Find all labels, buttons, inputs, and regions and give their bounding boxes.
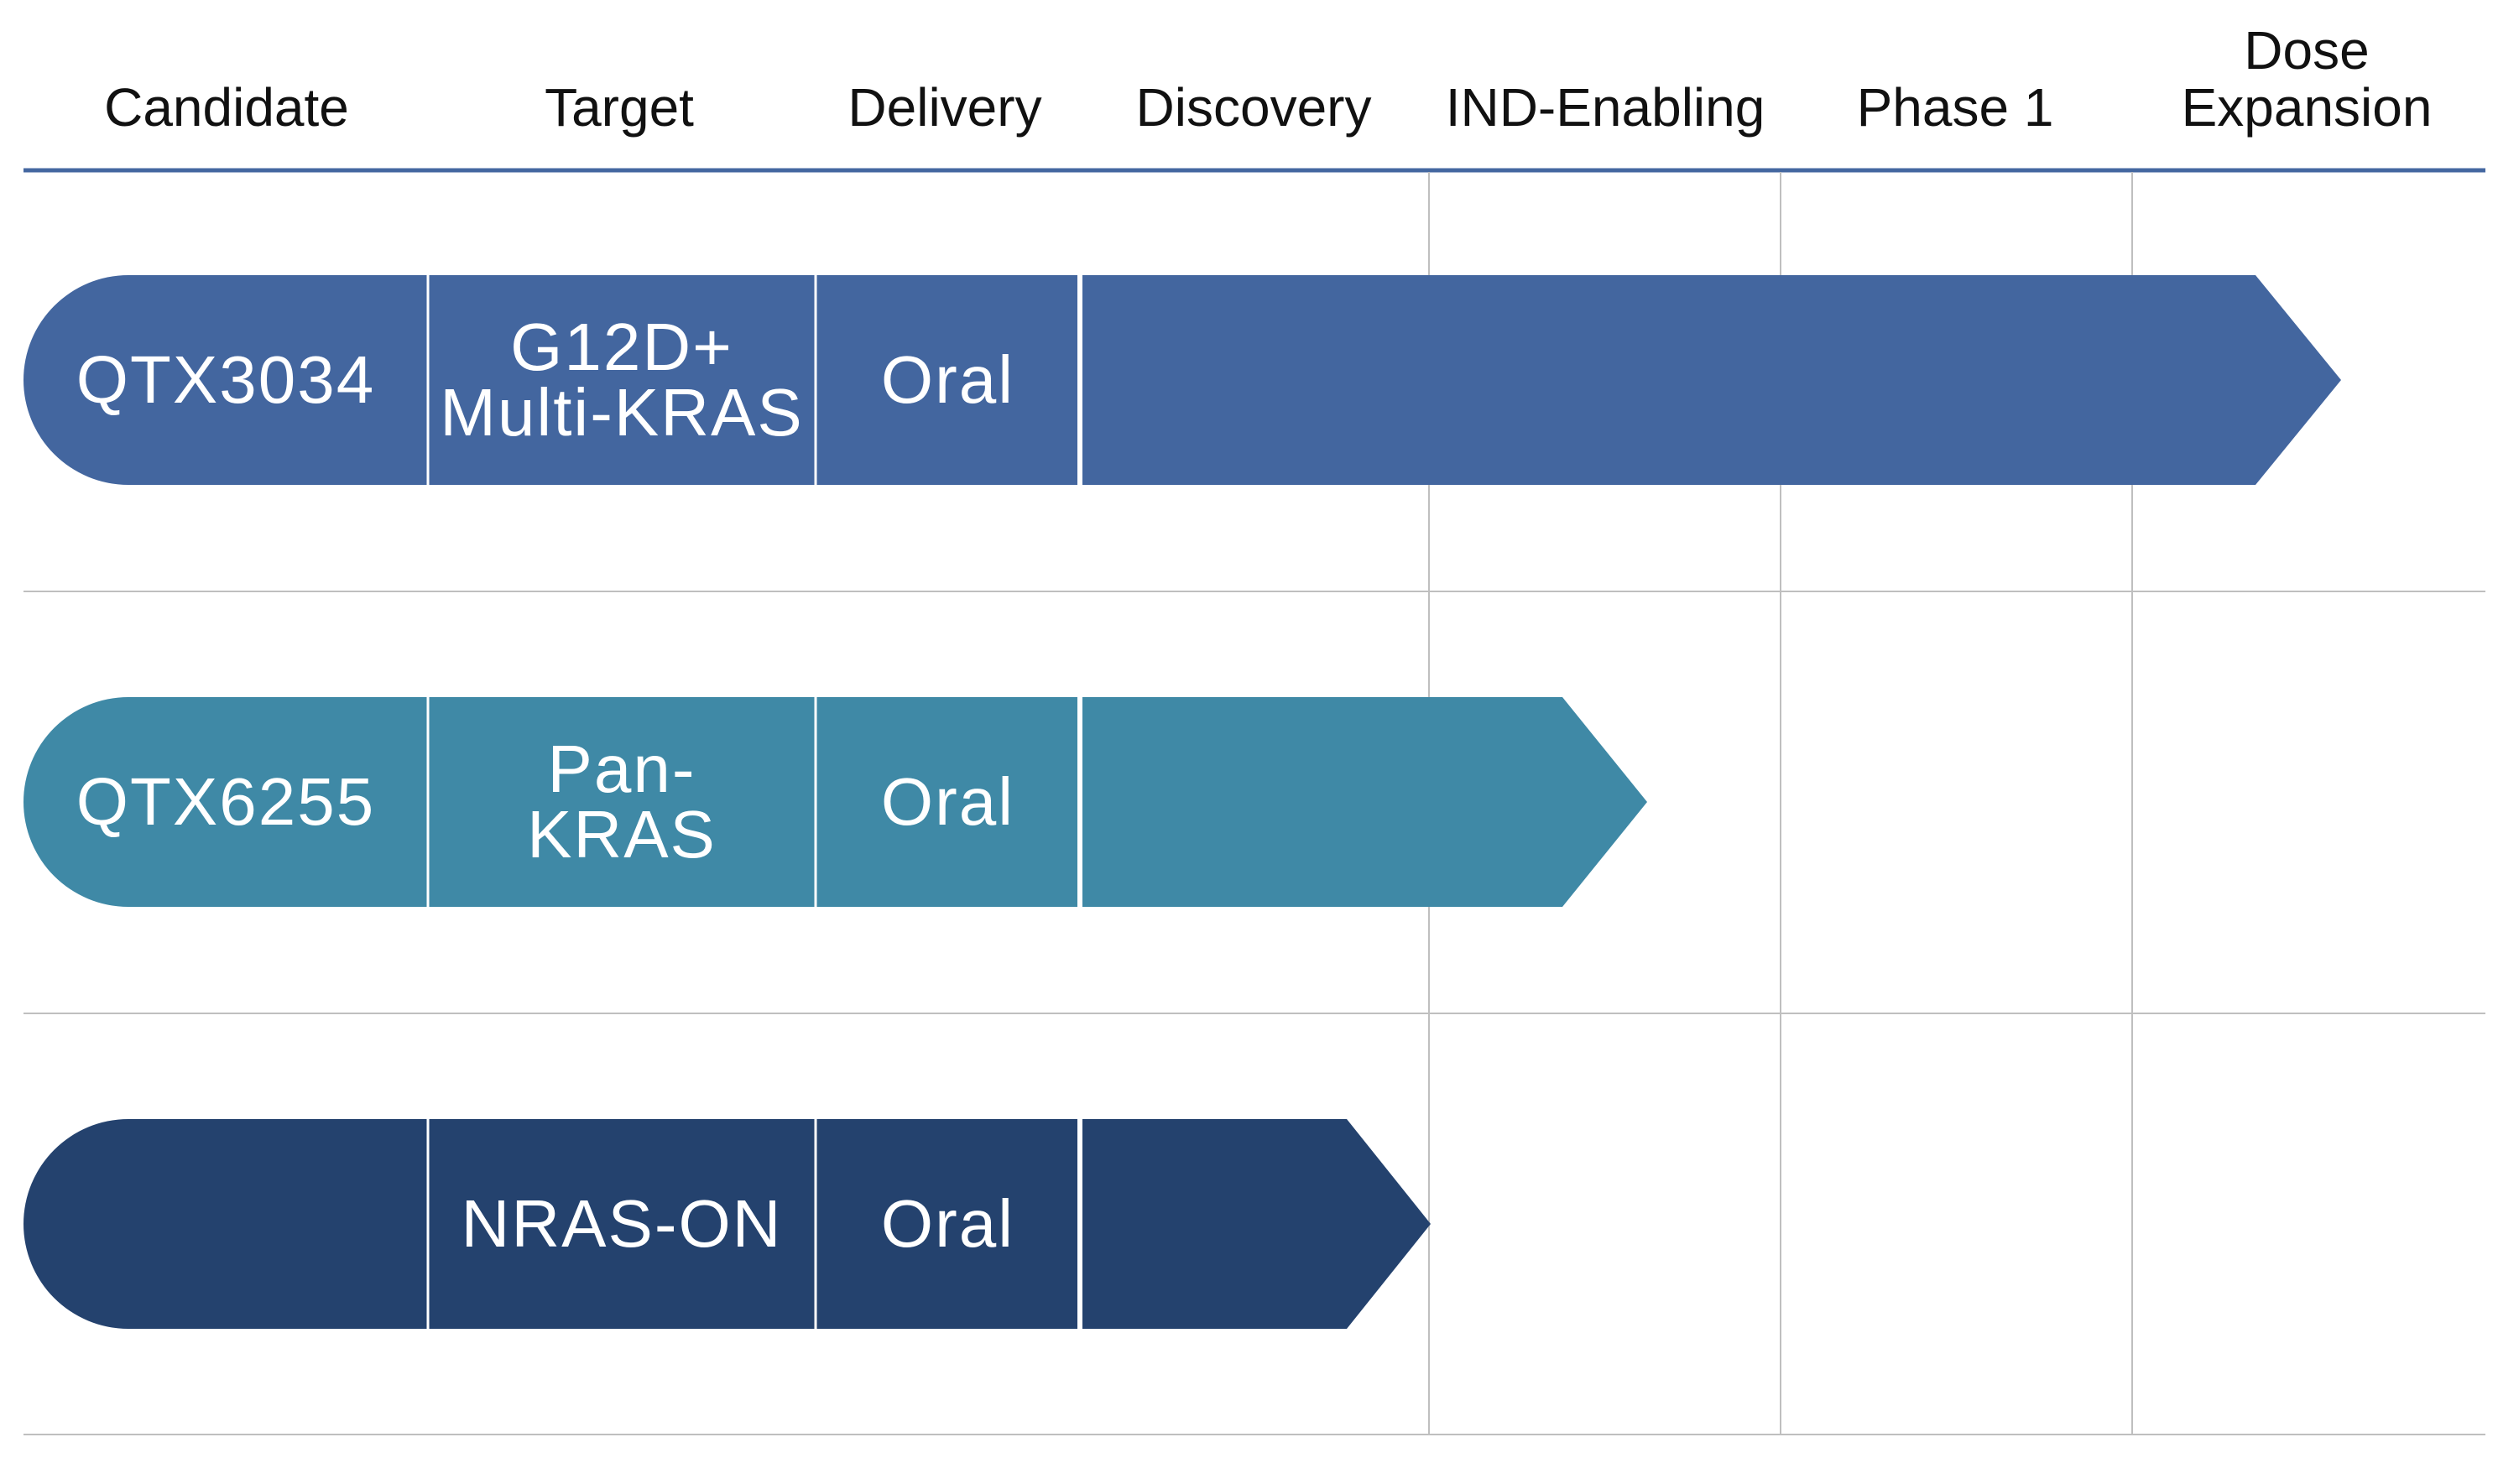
program-bar-shape (23, 275, 2341, 485)
delivery-method: Oral (880, 342, 1015, 417)
header-delivery: Delivery (847, 77, 1042, 138)
delivery-method: Oral (880, 764, 1015, 839)
header-candidate: Candidate (104, 77, 349, 138)
program-row: NRAS-ON Oral (0, 1119, 2498, 1329)
program-arrow-bar (23, 697, 1647, 907)
header-target: Target (545, 77, 694, 138)
program-bar-shape (23, 1119, 1431, 1329)
header-discovery: Discovery (1135, 77, 1372, 138)
delivery-method: Oral (880, 1186, 1015, 1261)
target-name: G12D+ Multi-KRAS (440, 310, 804, 450)
target-name: Pan- KRAS (527, 732, 717, 872)
candidate-name: QTX6255 (76, 764, 376, 839)
program-bar-shape (23, 697, 1647, 907)
program-row: QTX6255 Pan- KRAS Oral (0, 697, 2498, 907)
header-dose-expansion: Dose Expansion (2181, 20, 2433, 138)
program-arrow-bar (23, 275, 2341, 485)
candidate-name: QTX3034 (76, 342, 376, 417)
header-ind-enabling: IND-Enabling (1445, 77, 1765, 138)
header-phase-1: Phase 1 (1856, 77, 2054, 138)
candidate-name (23, 1119, 428, 1329)
program-row: QTX3034 G12D+ Multi-KRAS Oral (0, 275, 2498, 485)
target-name: NRAS-ON (461, 1186, 783, 1261)
